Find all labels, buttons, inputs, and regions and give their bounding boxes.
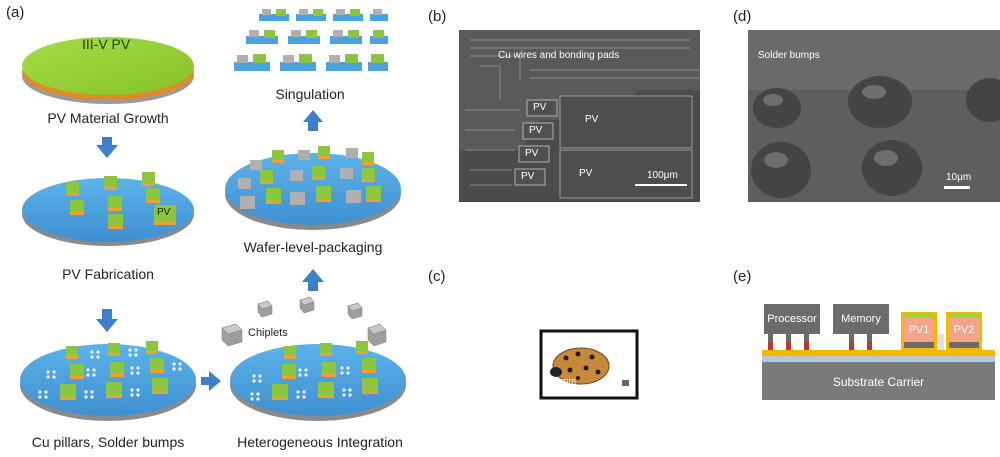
solder-bumps-annotation: Solder bumps — [758, 50, 820, 61]
arrow-right — [201, 371, 221, 391]
growth-wafer — [22, 37, 194, 104]
substrate-carrier-label: Substrate Carrier — [832, 375, 925, 389]
bumping-wafer — [20, 341, 196, 421]
chip-label-pv: PV — [157, 207, 171, 218]
caption-heterogeneous-integration: Heterogeneous Integration — [237, 434, 403, 450]
processor-block-label: Processor — [767, 313, 817, 325]
panel-label-a: (a) — [6, 4, 25, 21]
scale-bar-10um: 10μm — [946, 172, 972, 183]
panel-label-b: (b) — [428, 8, 447, 25]
cu-wires-annotation: Cu wires and bonding pads — [498, 50, 620, 61]
panel-label-e: (e) — [733, 268, 752, 285]
caption-pv-fabrication: PV Fabrication — [62, 266, 154, 282]
arrow-down-2 — [96, 309, 118, 332]
fabrication-wafer — [22, 172, 194, 246]
pv1-block-label: PV1 — [908, 324, 930, 336]
ladybug-photo — [539, 329, 639, 400]
pv-label-small-2: PV — [529, 125, 543, 136]
panel-label-d: (d) — [733, 8, 752, 25]
scale-bar-100um: 100μm — [647, 170, 678, 181]
packaging-wafer — [225, 146, 401, 230]
arrow-up-1 — [302, 269, 324, 291]
panel-label-c: (c) — [428, 268, 446, 285]
pv-label-large-1: PV — [585, 114, 599, 125]
arrow-up-2 — [303, 110, 323, 131]
caption-pv-material-growth: PV Material Growth — [47, 110, 169, 126]
pv-label-large-2: PV — [579, 168, 593, 179]
integration-wafer — [221, 296, 406, 421]
singulated-chips — [234, 9, 388, 71]
pv2-block-label: PV2 — [953, 324, 975, 336]
caption-cu-pillars-solder-bumps: Cu pillars, Solder bumps — [31, 434, 185, 450]
pv-label-small-1: PV — [533, 102, 547, 113]
arrow-down-1 — [96, 137, 118, 158]
caption-wafer-level-packaging: Wafer-level-packaging — [243, 239, 383, 255]
chiplets-label: Chiplets — [248, 327, 288, 339]
scale-text-1mm: 1mm — [556, 376, 576, 386]
package-cross-section — [762, 304, 995, 400]
memory-block-label: Memory — [841, 313, 881, 325]
pv-label-small-3: PV — [525, 148, 539, 159]
caption-singulation: Singulation — [275, 86, 345, 102]
wafer-label-iii-v-pv: III-V PV — [82, 36, 131, 52]
sem-image-solder-bumps — [748, 30, 1000, 202]
pv-label-small-4: PV — [521, 171, 535, 182]
sem-image-pv-array — [459, 30, 700, 202]
